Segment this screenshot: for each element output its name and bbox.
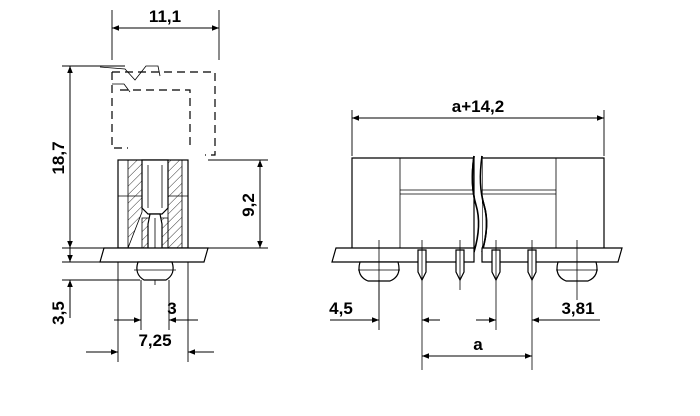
mating-plug-outline (99, 65, 216, 156)
dim-18-7-label: 18,7 (49, 141, 68, 174)
side-view: 11,1 18,7 9,2 3,5 3 7,25 (49, 7, 268, 362)
section-hatch (127, 159, 143, 249)
dim-3-label: 3 (167, 299, 176, 318)
dim-3-81-label: 3,81 (561, 299, 594, 318)
dim-a-14-2-label: a+14,2 (452, 97, 504, 116)
front-view: a+14,2 4,5 3,81 a (329, 97, 623, 370)
dim-a-label: a (473, 335, 483, 354)
dim-3-5-label: 3,5 (49, 301, 68, 325)
pins-row (417, 240, 537, 370)
dim-11-1-label: 11,1 (149, 7, 181, 26)
dim-9-2-label: 9,2 (239, 193, 258, 217)
dim-7-25-label: 7,25 (138, 331, 171, 350)
dim-4-5-label: 4,5 (329, 299, 353, 318)
screw-head (136, 261, 174, 281)
pcb-left (99, 247, 209, 263)
pcb-right (331, 247, 475, 263)
